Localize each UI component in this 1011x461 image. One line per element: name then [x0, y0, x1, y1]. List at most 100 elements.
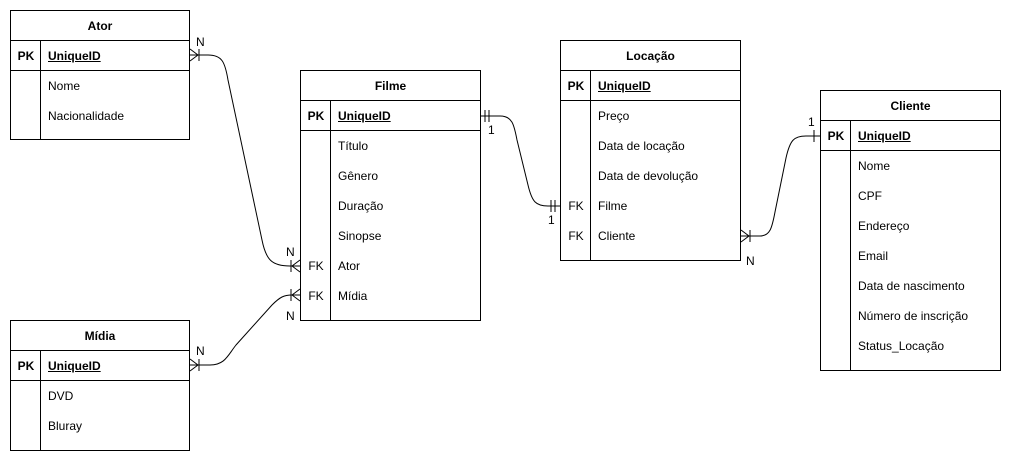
field-name: Nacionalidade: [48, 109, 125, 123]
entity-body: Nome Nacionalidade: [11, 71, 189, 139]
cardinality-cliente: 1: [808, 115, 815, 129]
entity-body: Título Gênero Duração Sinopse FK Ator FK…: [301, 131, 480, 320]
field-row: Data de nascimento: [821, 271, 1000, 301]
field-row: Email: [821, 241, 1000, 271]
field-row: Título: [301, 131, 480, 161]
field-name: Email: [858, 249, 889, 263]
key-column: [561, 101, 591, 260]
field-name: Data de locação: [598, 139, 685, 153]
field-row: Data de devolução: [561, 161, 740, 191]
key-column: [301, 131, 331, 320]
entity-title: Filme: [301, 71, 480, 101]
crowfoot-locacao-cliente-icon: [740, 229, 751, 243]
field-row: Nome: [821, 151, 1000, 181]
cardinality-locacao-filme: 1: [548, 213, 555, 227]
entity-cliente[interactable]: Cliente PK UniqueID Nome CPF Endereço Em…: [820, 90, 1001, 371]
field-name: Título: [338, 139, 369, 153]
pk-label: PK: [307, 109, 325, 123]
one-mark-filme-icon: [484, 110, 490, 122]
pk-label: PK: [827, 129, 845, 143]
field-key: FK: [308, 289, 324, 303]
field-row: Preço: [561, 101, 740, 131]
field-row: Bluray: [11, 411, 189, 441]
pk-label: PK: [17, 359, 35, 373]
entity-body: DVD Bluray: [11, 381, 189, 450]
pk-label: PK: [17, 49, 35, 63]
pk-label: PK: [567, 79, 585, 93]
pk-field: UniqueID: [48, 359, 101, 373]
pk-row: PK UniqueID: [11, 41, 189, 71]
field-row: Data de locação: [561, 131, 740, 161]
field-row: FK Filme: [561, 191, 740, 221]
one-mark-locacao-filme-icon: [550, 200, 556, 212]
field-name: Data de nascimento: [858, 279, 965, 293]
entity-midia[interactable]: Mídia PK UniqueID DVD Bluray: [10, 320, 190, 451]
field-name: CPF: [858, 189, 882, 203]
field-row: DVD: [11, 381, 189, 411]
entity-locacao[interactable]: Locação PK UniqueID Preço Data de locaçã…: [560, 40, 741, 261]
connector-ator-filme[interactable]: [190, 54, 300, 267]
cardinality-midia: N: [196, 344, 205, 358]
field-name: Ator: [338, 259, 361, 273]
field-name: Cliente: [598, 229, 636, 243]
field-row: Nome: [11, 71, 189, 101]
field-name: Mídia: [338, 289, 368, 303]
cardinality-filme-pk: 1: [488, 123, 495, 137]
field-name: Bluray: [48, 419, 83, 433]
key-column: [11, 351, 41, 380]
connector-filme-locacao[interactable]: [481, 115, 560, 207]
field-row: Gênero: [301, 161, 480, 191]
entity-filme[interactable]: Filme PK UniqueID Título Gênero Duração …: [300, 70, 481, 321]
field-name: Endereço: [858, 219, 910, 233]
field-name: Sinopse: [338, 229, 382, 243]
pk-field: UniqueID: [598, 79, 651, 93]
field-row: Sinopse: [301, 221, 480, 251]
crowfoot-ator-icon: [189, 48, 200, 62]
entity-title: Ator: [11, 11, 189, 41]
field-name: Preço: [598, 109, 630, 123]
field-row: FK Mídia: [301, 281, 480, 311]
key-column: [301, 101, 331, 130]
entity-title: Cliente: [821, 91, 1000, 121]
field-row: FK Cliente: [561, 221, 740, 251]
entity-ator[interactable]: Ator PK UniqueID Nome Nacionalidade: [10, 10, 190, 140]
field-row: Endereço: [821, 211, 1000, 241]
field-row: FK Ator: [301, 251, 480, 281]
field-name: Nome: [858, 159, 891, 173]
crowfoot-filme-ator-icon: [290, 259, 301, 273]
pk-field: UniqueID: [858, 129, 911, 143]
field-name: Filme: [598, 199, 628, 213]
entity-body: Nome CPF Endereço Email Data de nascimen…: [821, 151, 1000, 370]
entity-title: Mídia: [11, 321, 189, 351]
field-row: Duração: [301, 191, 480, 221]
field-name: Gênero: [338, 169, 379, 183]
crowfoot-midia-icon: [189, 358, 200, 372]
field-key: FK: [568, 199, 584, 213]
pk-row: PK UniqueID: [301, 101, 480, 131]
field-key: FK: [568, 229, 584, 243]
connector-midia-filme[interactable]: [190, 294, 300, 366]
pk-field: UniqueID: [338, 109, 391, 123]
field-name: Data de devolução: [598, 169, 699, 183]
cardinality-filme-ator: N: [286, 245, 295, 259]
field-row: CPF: [821, 181, 1000, 211]
key-column: [11, 381, 41, 450]
field-row: Nacionalidade: [11, 101, 189, 131]
cardinality-locacao-cliente: N: [746, 254, 755, 268]
cardinality-ator: N: [196, 35, 205, 49]
field-row: Status_Locação: [821, 331, 1000, 361]
pk-field: UniqueID: [48, 49, 101, 63]
field-name: Status_Locação: [858, 339, 945, 353]
field-key: FK: [308, 259, 324, 273]
key-column: [11, 71, 41, 139]
key-column: [561, 71, 591, 100]
key-column: [821, 121, 851, 150]
pk-row: PK UniqueID: [561, 71, 740, 101]
crowfoot-filme-midia-icon: [290, 288, 301, 302]
key-column: [821, 151, 851, 370]
field-name: Número de inscrição: [858, 309, 969, 323]
pk-row: PK UniqueID: [11, 351, 189, 381]
connector-locacao-cliente[interactable]: [741, 135, 820, 237]
cardinality-filme-midia: N: [286, 309, 295, 323]
